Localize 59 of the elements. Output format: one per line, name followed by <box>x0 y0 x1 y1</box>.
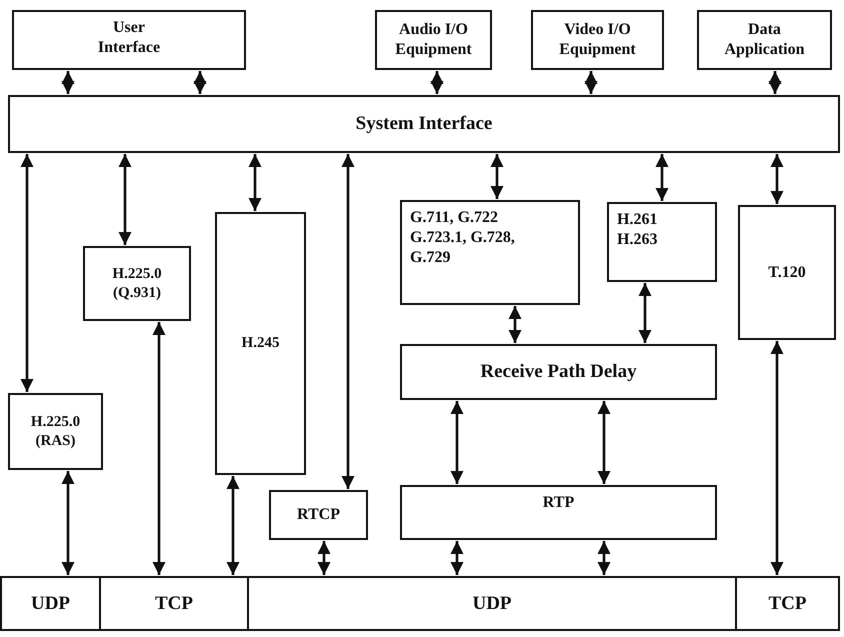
double-arrow <box>62 471 74 575</box>
double-arrow <box>226 476 240 575</box>
block-box <box>83 246 191 321</box>
double-arrow <box>638 283 652 343</box>
double-arrow <box>62 71 74 94</box>
block-box <box>99 576 249 631</box>
block-label: TCP <box>155 592 193 616</box>
block-label: UDP <box>472 592 512 616</box>
double-arrow <box>248 154 262 211</box>
double-arrow <box>20 154 34 392</box>
block-label: H.261 H.263 <box>617 210 658 250</box>
block-label: UDP <box>30 592 70 616</box>
double-arrow <box>194 71 206 94</box>
double-arrow <box>450 401 464 484</box>
block-label: H.245 <box>242 334 280 353</box>
block-label: Video I/O Equipment <box>558 20 637 60</box>
double-arrow <box>450 541 464 575</box>
double-arrow <box>656 154 668 201</box>
block-box <box>738 205 836 340</box>
double-arrow <box>508 306 522 343</box>
block-box <box>697 10 832 70</box>
block-label: System Interface <box>356 112 492 136</box>
block-label: RTP <box>542 493 574 513</box>
block-label: T.120 <box>768 262 806 282</box>
block-label: Data Application <box>723 20 806 60</box>
block-box <box>735 576 840 631</box>
block-label: RTCP <box>297 505 340 525</box>
block-label: G.711, G.722 G.723.1, G.728, G.729 <box>410 208 516 268</box>
double-arrow <box>584 71 598 94</box>
double-arrow <box>118 154 132 245</box>
block-box <box>531 10 664 70</box>
block-box <box>12 10 246 70</box>
double-arrow <box>490 154 504 199</box>
block-label: TCP <box>768 592 806 616</box>
double-arrow <box>770 341 784 575</box>
block-box <box>8 95 840 153</box>
double-arrow <box>598 541 610 575</box>
block-box <box>607 202 717 282</box>
block-box <box>215 212 306 475</box>
block-label: User Interface <box>96 18 162 58</box>
block-label: Receive Path Delay <box>480 360 637 384</box>
block-box <box>0 576 101 631</box>
block-box <box>400 200 580 305</box>
block-box <box>400 485 717 540</box>
block-box <box>8 393 103 470</box>
double-arrow <box>770 154 784 204</box>
block-label: H.225.0 (RAS) <box>30 412 82 450</box>
block-label: Audio I/O Equipment <box>394 20 473 60</box>
double-arrow <box>598 401 610 484</box>
double-arrow <box>152 322 166 575</box>
block-label: H.225.0 (Q.931) <box>111 264 163 302</box>
double-arrow <box>768 71 782 94</box>
double-arrow <box>342 154 354 489</box>
block-box <box>269 490 368 540</box>
block-box <box>375 10 492 70</box>
double-arrow <box>318 541 330 575</box>
double-arrow <box>430 71 444 94</box>
block-box <box>400 344 717 400</box>
block-box <box>247 576 737 631</box>
